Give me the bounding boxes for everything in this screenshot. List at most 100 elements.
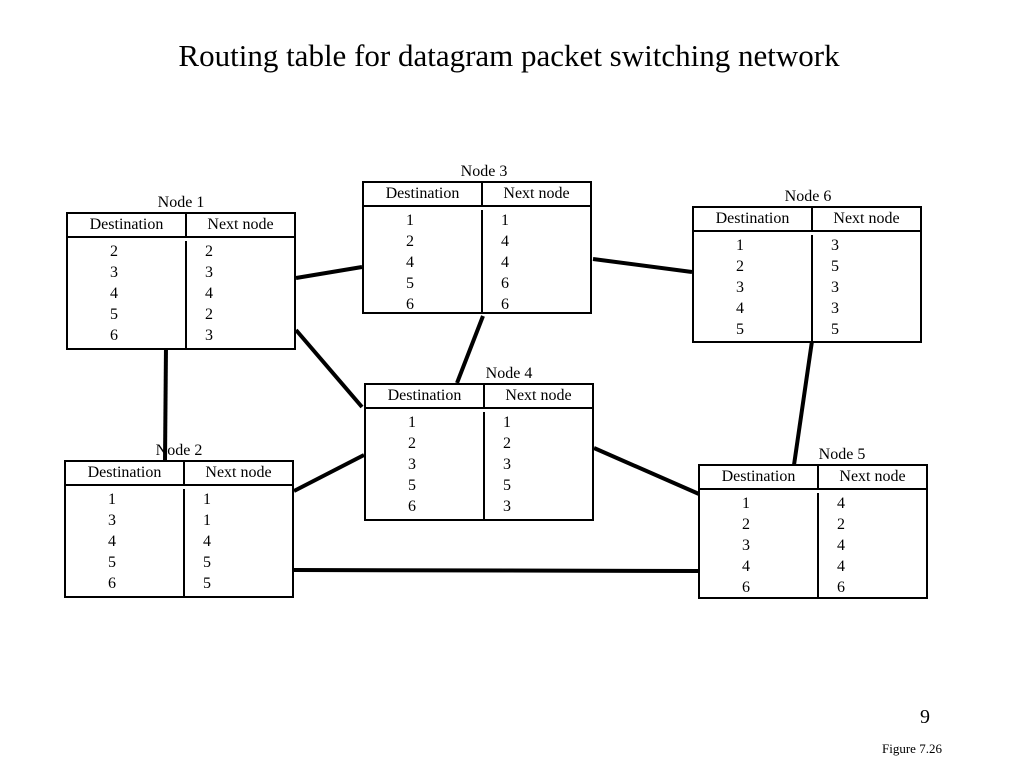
destination-cell: 5 xyxy=(408,477,416,494)
destination-header: Destination xyxy=(364,183,483,205)
next-node-column: 1 4 4 6 6 xyxy=(483,210,590,313)
destination-column: 1 2 3 4 6 xyxy=(700,493,819,597)
destination-cell: 6 xyxy=(110,327,118,344)
table-body: 1 2 3 5 6 1 2 3 5 3 xyxy=(366,409,592,519)
next-node-column: 1 2 3 5 3 xyxy=(485,412,592,519)
table-header: Destination Next node xyxy=(694,208,920,232)
link-node3-node4 xyxy=(455,315,485,384)
link-node6-node5 xyxy=(792,340,814,466)
destination-cell: 4 xyxy=(742,558,750,575)
page-number: 9 xyxy=(920,706,930,728)
next-node-cell: 2 xyxy=(205,306,213,323)
routing-table: Destination Next node 1 2 3 5 6 1 2 3 5 … xyxy=(364,383,594,521)
next-node-cell: 1 xyxy=(501,212,509,229)
next-node-cell: 3 xyxy=(831,237,839,254)
table-header: Destination Next node xyxy=(700,466,926,490)
destination-header: Destination xyxy=(694,208,813,230)
next-node-cell: 3 xyxy=(205,264,213,281)
destination-column: 2 3 4 5 6 xyxy=(68,241,187,348)
destination-cell: 2 xyxy=(408,435,416,452)
next-node-cell: 4 xyxy=(501,254,509,271)
next-node-cell: 6 xyxy=(501,275,509,292)
next-node-cell: 4 xyxy=(837,495,845,512)
destination-cell: 3 xyxy=(408,456,416,473)
destination-cell: 2 xyxy=(742,516,750,533)
link-node1-node3 xyxy=(295,265,363,280)
destination-header: Destination xyxy=(366,385,485,407)
next-node-cell: 5 xyxy=(831,258,839,275)
destination-cell: 2 xyxy=(110,243,118,260)
destination-cell: 5 xyxy=(406,275,414,292)
node-1-label: Node 1 xyxy=(157,194,205,211)
next-node-header: Next node xyxy=(205,464,272,481)
destination-cell: 6 xyxy=(742,579,750,596)
destination-column: 1 2 3 4 5 xyxy=(694,235,813,341)
destination-header: Destination xyxy=(66,462,185,484)
destination-cell: 5 xyxy=(110,306,118,323)
next-node-cell: 2 xyxy=(205,243,213,260)
page-title: Routing table for datagram packet switch… xyxy=(178,38,840,73)
next-node-cell: 2 xyxy=(837,516,845,533)
destination-cell: 4 xyxy=(736,300,744,317)
table-header: Destination Next node xyxy=(66,462,292,486)
next-node-cell: 3 xyxy=(503,456,511,473)
routing-table: Destination Next node 1 2 4 5 6 1 4 4 6 … xyxy=(362,181,592,314)
next-node-cell: 2 xyxy=(503,435,511,452)
routing-table: Destination Next node 2 3 4 5 6 2 3 4 2 … xyxy=(66,212,296,350)
destination-cell: 1 xyxy=(742,495,750,512)
next-node-cell: 4 xyxy=(837,558,845,575)
next-node-column: 3 5 3 3 5 xyxy=(813,235,920,341)
next-node-column: 1 1 4 5 5 xyxy=(185,489,292,596)
next-node-cell: 1 xyxy=(503,414,511,431)
table-body: 2 3 4 5 6 2 3 4 2 3 xyxy=(68,238,294,348)
next-node-cell: 5 xyxy=(831,321,839,338)
next-node-cell: 6 xyxy=(501,296,509,313)
node-2: Node 2 Destination Next node 1 3 4 5 6 1… xyxy=(64,442,294,598)
destination-cell: 4 xyxy=(108,533,116,550)
destination-cell: 3 xyxy=(742,537,750,554)
destination-header: Destination xyxy=(700,466,819,488)
destination-cell: 3 xyxy=(110,264,118,281)
node-5: Node 5 Destination Next node 1 2 3 4 6 4… xyxy=(698,446,928,599)
routing-table: Destination Next node 1 3 4 5 6 1 1 4 5 … xyxy=(64,460,294,598)
next-node-cell: 4 xyxy=(203,533,211,550)
destination-column: 1 2 3 5 6 xyxy=(366,412,485,519)
destination-header: Destination xyxy=(68,214,187,236)
routing-table: Destination Next node 1 2 3 4 6 4 2 4 4 … xyxy=(698,464,928,599)
table-header: Destination Next node xyxy=(364,183,590,207)
destination-cell: 1 xyxy=(108,491,116,508)
next-node-cell: 3 xyxy=(205,327,213,344)
next-node-header: Next node xyxy=(839,468,906,485)
next-node-cell: 6 xyxy=(837,579,845,596)
next-node-header: Next node xyxy=(503,185,570,202)
next-node-cell: 4 xyxy=(837,537,845,554)
next-node-cell: 4 xyxy=(205,285,213,302)
next-node-cell: 5 xyxy=(203,575,211,592)
link-node4-node5 xyxy=(593,446,700,496)
destination-cell: 4 xyxy=(110,285,118,302)
next-node-cell: 1 xyxy=(203,512,211,529)
next-node-header: Next node xyxy=(207,216,274,233)
table-header: Destination Next node xyxy=(68,214,294,238)
link-node3-node6 xyxy=(592,257,693,274)
link-node1-node2 xyxy=(163,345,168,462)
node-1: Node 1 Destination Next node 2 3 4 5 6 2… xyxy=(66,194,296,350)
destination-cell: 1 xyxy=(406,212,414,229)
routing-table: Destination Next node 1 2 3 4 5 3 5 3 3 … xyxy=(692,206,922,343)
table-body: 1 2 3 4 6 4 2 4 4 6 xyxy=(700,490,926,597)
node-2-label: Node 2 xyxy=(155,442,203,459)
destination-cell: 5 xyxy=(108,554,116,571)
destination-cell: 3 xyxy=(108,512,116,529)
destination-cell: 1 xyxy=(736,237,744,254)
destination-cell: 1 xyxy=(408,414,416,431)
table-body: 1 2 3 4 5 3 5 3 3 5 xyxy=(694,232,920,341)
destination-cell: 2 xyxy=(736,258,744,275)
table-body: 1 2 4 5 6 1 4 4 6 6 xyxy=(364,207,590,313)
node-6: Node 6 Destination Next node 1 2 3 4 5 3… xyxy=(692,188,922,343)
destination-cell: 6 xyxy=(108,575,116,592)
node-3-label: Node 3 xyxy=(460,163,508,180)
destination-column: 1 2 4 5 6 xyxy=(364,210,483,313)
node-4-label: Node 4 xyxy=(485,365,533,382)
destination-cell: 4 xyxy=(406,254,414,271)
